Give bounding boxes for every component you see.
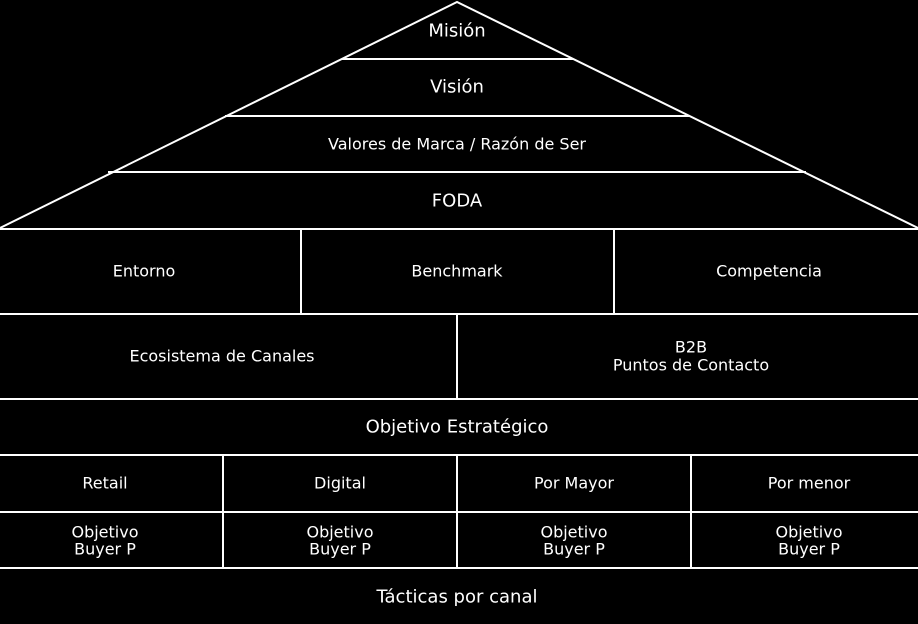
- channel-type-por-menor: Por menor: [768, 474, 851, 493]
- channel-objective-por-menor-line2: Buyer P: [778, 540, 840, 559]
- tactics-per-channel: Tácticas por canal: [376, 587, 538, 608]
- channel-objective-por-mayor-line2: Buyer P: [543, 540, 605, 559]
- pyramid-level-vision: Visión: [430, 77, 484, 98]
- channel-objective-por-mayor-line1: Objetivo: [540, 523, 607, 542]
- analysis-cell-benchmark: Benchmark: [411, 262, 503, 281]
- channel-objective-digital-line2: Buyer P: [309, 540, 371, 559]
- channel-objective-digital-line1: Objetivo: [306, 523, 373, 542]
- channel-objective-por-menor-line1: Objetivo: [775, 523, 842, 542]
- analysis-cell-competencia: Competencia: [716, 262, 822, 281]
- strategic-objective: Objetivo Estratégico: [366, 417, 549, 438]
- pyramid-level-foda: FODA: [432, 191, 483, 212]
- pyramid-level-valores: Valores de Marca / Razón de Ser: [328, 135, 586, 154]
- channel-type-digital: Digital: [314, 474, 366, 493]
- channel-type-retail: Retail: [82, 474, 127, 493]
- analysis-cell-entorno: Entorno: [113, 262, 176, 281]
- channels-b2b-line2: Puntos de Contacto: [613, 356, 769, 375]
- pyramid-level-mision: Misión: [428, 21, 485, 42]
- channel-type-por-mayor: Por Mayor: [534, 474, 614, 493]
- channels-b2b-line1: B2B: [675, 338, 707, 357]
- channel-objective-retail-line2: Buyer P: [74, 540, 136, 559]
- pyramid-outline: [0, 0, 918, 229]
- channels-ecosystem: Ecosistema de Canales: [129, 347, 314, 366]
- channel-objective-retail-line1: Objetivo: [71, 523, 138, 542]
